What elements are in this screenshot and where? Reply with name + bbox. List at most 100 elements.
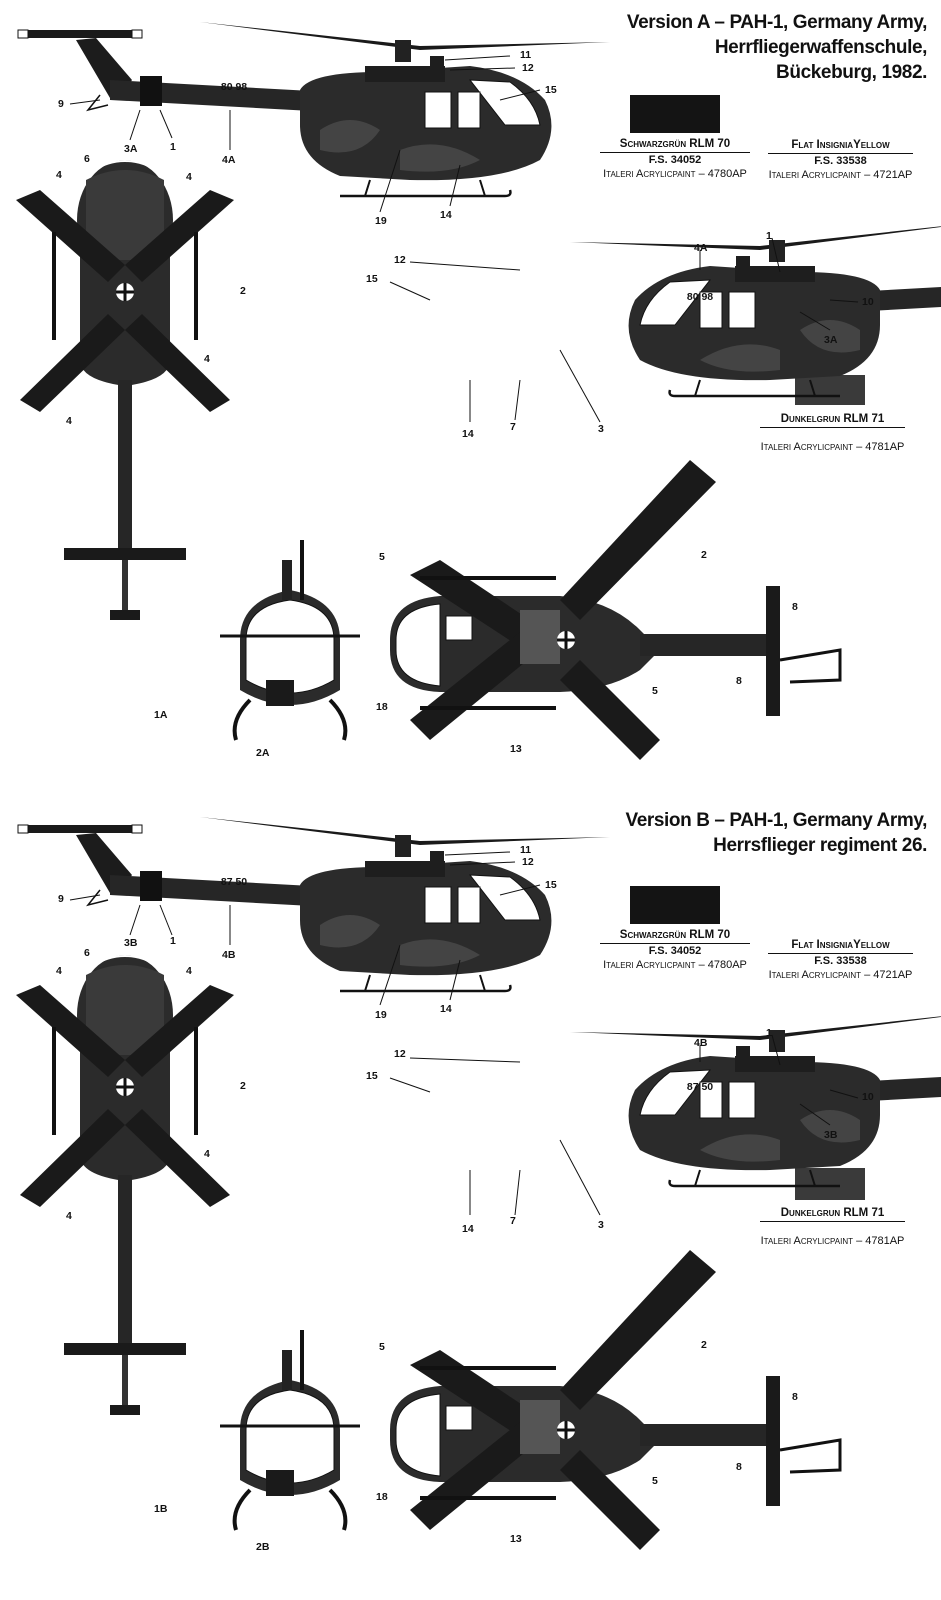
- rlm70-legend-b: Schwarzgrün RLM 70 F.S. 34052 Italeri Ac…: [600, 928, 750, 972]
- rlm70-name-b: Schwarzgrün RLM 70: [600, 928, 750, 944]
- version-a-title: Version A – PAH-1, Germany Army, Herrfli…: [626, 10, 928, 85]
- version-a-bottom-view: [388, 458, 842, 762]
- callout-b-bv-5: 5: [379, 1341, 385, 1353]
- version-a-title-line-3: Bückeburg, 1982.: [776, 62, 927, 83]
- callout-a-bv-5b: 5: [652, 685, 658, 697]
- callout-b-bv-2: 2: [701, 1339, 707, 1351]
- rlm70-swatch-b: [630, 886, 720, 924]
- yellow-acrylic-b: Italeri Acrylicpaint – 4721AP: [768, 969, 913, 981]
- callout-b-fv-1b: 1B: [154, 1503, 168, 1515]
- rlm70-acrylic-b: Italeri Acrylicpaint – 4780AP: [603, 959, 747, 971]
- rlm71-name: Dunkelgrun RLM 71: [760, 412, 905, 428]
- callout-b-sv2-3: 3: [598, 1219, 604, 1231]
- callout-a-tv-4d: 4: [66, 415, 72, 427]
- version-b-front-view: [218, 1328, 362, 1532]
- version-a-title-line-1: Version A – PAH-1, Germany Army,: [626, 12, 928, 33]
- callout-b-sv2-3b: 3B: [824, 1129, 838, 1141]
- version-a-top-view: [14, 158, 236, 622]
- callout-b-bv-8a: 8: [792, 1391, 798, 1403]
- callout-a-sv2-12: 12: [394, 254, 406, 266]
- callout-a-tv-4a: 4: [56, 169, 62, 181]
- rlm71-swatch-b: [795, 1168, 865, 1200]
- callout-b-bv-13: 13: [510, 1533, 522, 1545]
- callout-b-tv-2: 2: [240, 1080, 246, 1092]
- callout-a-bv-5: 5: [379, 551, 385, 563]
- rlm71-acrylic-b: Italeri Acrylicpaint – 4781AP: [760, 1235, 905, 1247]
- version-b-title-line-2: Herrsflieger regiment 26.: [713, 835, 927, 856]
- callout-a-fv-1a: 1A: [154, 709, 168, 721]
- version-b-code-left: 87 50: [221, 876, 247, 888]
- callout-b-sv2-7: 7: [510, 1215, 516, 1227]
- version-a-code-right: 80 98: [687, 291, 713, 303]
- callout-a-sv2-3: 3: [598, 423, 604, 435]
- rlm71-acrylic: Italeri Acrylicpaint – 4781AP: [760, 441, 905, 453]
- callout-b-sv1-9: 9: [58, 893, 64, 905]
- callout-a-bv-8b: 8: [736, 675, 742, 687]
- callout-b-sv1-3b: 3B: [124, 937, 138, 949]
- callout-b-fv-2b: 2B: [256, 1541, 270, 1553]
- callout-a-tv-6: 6: [84, 153, 90, 165]
- callout-b-sv1-1: 1: [170, 935, 176, 947]
- callout-b-sv2-4b: 4B: [694, 1037, 708, 1049]
- callout-b-sv2-15: 15: [366, 1070, 378, 1082]
- yellow-legend-a: Flat InsigniaYellow F.S. 33538 Italeri A…: [768, 138, 913, 182]
- rlm71-legend-a: Dunkelgrun RLM 71 Italeri Acrylicpaint –…: [760, 412, 905, 454]
- rlm70-fs-b: F.S. 34052: [648, 945, 702, 957]
- version-b-bottom-view: [388, 1248, 842, 1552]
- version-b-side-view-right: [568, 1010, 941, 1188]
- callout-b-sv1-11: 11: [520, 844, 531, 856]
- yellow-name: Flat InsigniaYellow: [768, 138, 913, 154]
- callout-a-tv-2: 2: [240, 285, 246, 297]
- callout-b-sv1-4b: 4B: [222, 949, 236, 961]
- callout-b-sv2-12: 12: [394, 1048, 406, 1060]
- rlm70-fs: F.S. 34052: [648, 154, 702, 166]
- callout-a-sv2-1: 1: [766, 230, 772, 242]
- callout-b-sv1-14: 14: [440, 1003, 452, 1015]
- callout-b-tv-4b: 4: [186, 965, 192, 977]
- version-b-code-right: 87 50: [687, 1081, 713, 1093]
- rlm71-swatch-a: [795, 375, 865, 405]
- version-b-top-view: [14, 953, 236, 1417]
- rlm70-acrylic: Italeri Acrylicpaint – 4780AP: [603, 168, 747, 180]
- version-a-front-view: [218, 538, 362, 742]
- callout-a-sv1-1: 1: [170, 141, 176, 153]
- callout-b-tv-4c: 4: [204, 1148, 210, 1160]
- callout-a-sv2-14: 14: [462, 428, 474, 440]
- callout-b-bv-5b: 5: [652, 1475, 658, 1487]
- version-a-side-view-right: [568, 220, 941, 398]
- rlm70-name: Schwarzgrün RLM 70: [600, 137, 750, 153]
- version-a-title-line-2: Herrfliegerwaffenschule,: [714, 37, 928, 58]
- callout-b-sv2-14: 14: [462, 1223, 474, 1235]
- callout-a-bv-8a: 8: [792, 601, 798, 613]
- callout-b-sv1-15: 15: [545, 879, 557, 891]
- rlm71-name-b: Dunkelgrun RLM 71: [760, 1206, 905, 1222]
- callout-a-sv1-4a: 4A: [222, 154, 236, 166]
- callout-b-sv1-12: 12: [522, 856, 534, 868]
- callout-a-sv1-3a: 3A: [124, 143, 138, 155]
- callout-b-bv-18: 18: [376, 1491, 388, 1503]
- version-a-code-left: 80 98: [221, 81, 247, 93]
- callout-a-sv1-9: 9: [58, 98, 64, 110]
- callout-b-bv-8b: 8: [736, 1461, 742, 1473]
- callout-a-sv1-15: 15: [545, 84, 557, 96]
- callout-a-tv-4b: 4: [186, 171, 192, 183]
- yellow-acrylic: Italeri Acrylicpaint – 4721AP: [768, 169, 913, 181]
- callout-b-tv-6: 6: [84, 947, 90, 959]
- yellow-fs-b: F.S. 33538: [814, 955, 867, 967]
- yellow-fs: F.S. 33538: [814, 155, 867, 167]
- callout-a-bv-13: 13: [510, 743, 522, 755]
- callout-a-sv2-15: 15: [366, 273, 378, 285]
- version-b-title: Version B – PAH-1, Germany Army, Herrsfl…: [625, 808, 927, 858]
- callout-a-sv1-14: 14: [440, 209, 452, 221]
- version-b-title-line-1: Version B – PAH-1, Germany Army,: [625, 810, 927, 831]
- callout-a-sv2-3a: 3A: [824, 334, 838, 346]
- callout-a-sv2-7: 7: [510, 421, 516, 433]
- callout-a-bv-2: 2: [701, 549, 707, 561]
- callout-b-sv2-10: 10: [862, 1091, 874, 1103]
- callout-b-sv2-1: 1: [766, 1027, 772, 1039]
- callout-a-tv-4c: 4: [204, 353, 210, 365]
- rlm70-swatch-a: [630, 95, 720, 133]
- callout-a-sv1-12: 12: [522, 62, 534, 74]
- yellow-name-b: Flat InsigniaYellow: [768, 938, 913, 954]
